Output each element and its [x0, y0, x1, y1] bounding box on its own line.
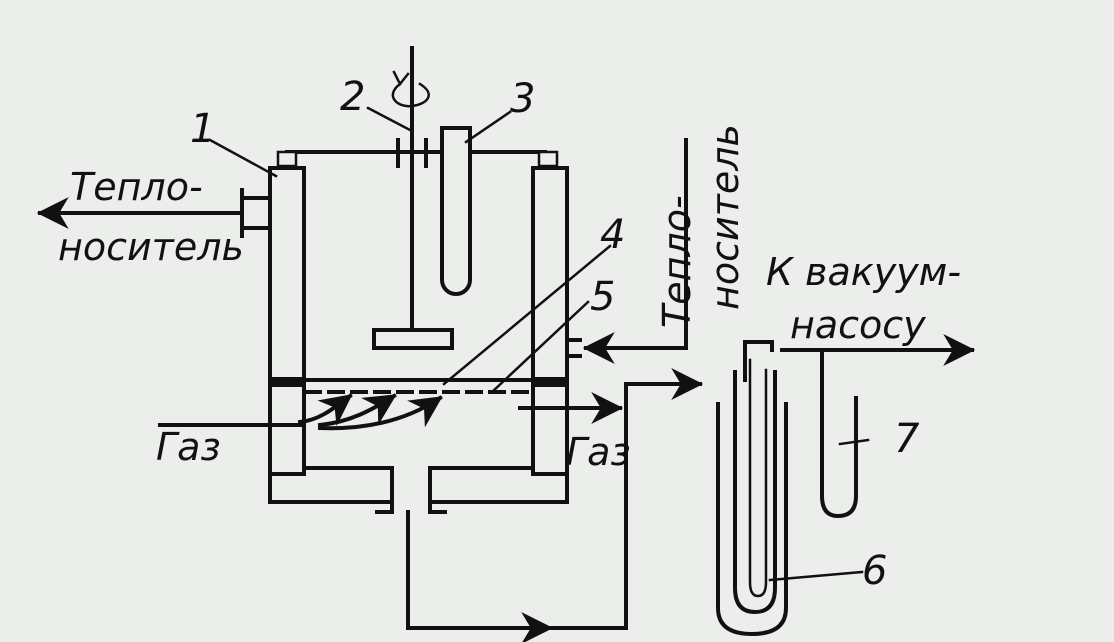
- callout-1: 1: [190, 106, 215, 152]
- label-coolant-right-2: носитель: [703, 124, 747, 310]
- label-coolant-left-2: носитель: [58, 225, 244, 269]
- manometer-u-tube: [820, 348, 858, 519]
- gasket-right: [533, 377, 567, 387]
- leader-6: [768, 570, 864, 582]
- leader-4: [442, 244, 612, 386]
- dewar-vessel: [716, 402, 788, 637]
- gas-flow-internal: [158, 392, 624, 431]
- callout-5: 5: [590, 274, 615, 320]
- stirrer-blade: [372, 328, 454, 350]
- callout-leaders: [208, 106, 870, 582]
- coolant-outlet-nozzle: [240, 196, 272, 230]
- label-coolant-right-1: Тепло-: [655, 195, 699, 328]
- cold-trap: [716, 340, 788, 637]
- label-coolant-left-1: Тепло-: [70, 165, 203, 209]
- label-to-pump-1: К вакуум-: [766, 250, 961, 294]
- gas-flow-arrow-2: [317, 393, 397, 428]
- callout-4: 4: [600, 212, 625, 258]
- gas-flow-arrow-1: [297, 393, 353, 427]
- label-gas-out: Газ: [566, 430, 631, 474]
- rotation-arrow-icon: [391, 82, 430, 108]
- callout-7: 7: [894, 416, 920, 462]
- lid-stud-left: [276, 150, 298, 168]
- reactor-vessel: [240, 138, 582, 514]
- leader-7: [838, 438, 870, 446]
- callout-6: 6: [862, 548, 887, 594]
- piping: [36, 138, 976, 642]
- bottom-left-outline: [268, 470, 394, 514]
- label-gas-in: Газ: [156, 425, 221, 469]
- inner-bottom-right: [428, 466, 535, 504]
- callout-2: 2: [340, 74, 365, 120]
- bottom-right-outline: [428, 470, 569, 514]
- coolant-in-arrow: [582, 138, 688, 364]
- callout-3: 3: [510, 76, 535, 122]
- jacket-left: [268, 166, 306, 476]
- return-pipe: [548, 368, 704, 630]
- inner-bottom-left: [302, 466, 394, 504]
- rotation-arrow-head: [392, 70, 410, 87]
- gasket-left: [270, 377, 304, 387]
- label-to-pump-2: насосу: [790, 303, 926, 347]
- trap-outer: [733, 370, 777, 615]
- label-coolant-right-group: Тепло-: [655, 195, 699, 328]
- trap-inner: [748, 358, 768, 598]
- drain-pipe: [406, 510, 554, 642]
- lid-stud-right: [537, 150, 559, 168]
- jacket-right: [531, 166, 569, 476]
- thermometer-pocket: [440, 126, 472, 296]
- stirrer: [372, 46, 454, 350]
- label-coolant-right-group-2: носитель: [703, 124, 747, 310]
- leader-2: [366, 106, 412, 132]
- gas-flow-arrow-3: [317, 395, 443, 431]
- leader-5: [490, 300, 590, 394]
- leader-3: [464, 110, 512, 144]
- trap-top: [743, 340, 774, 352]
- leader-1: [208, 138, 278, 178]
